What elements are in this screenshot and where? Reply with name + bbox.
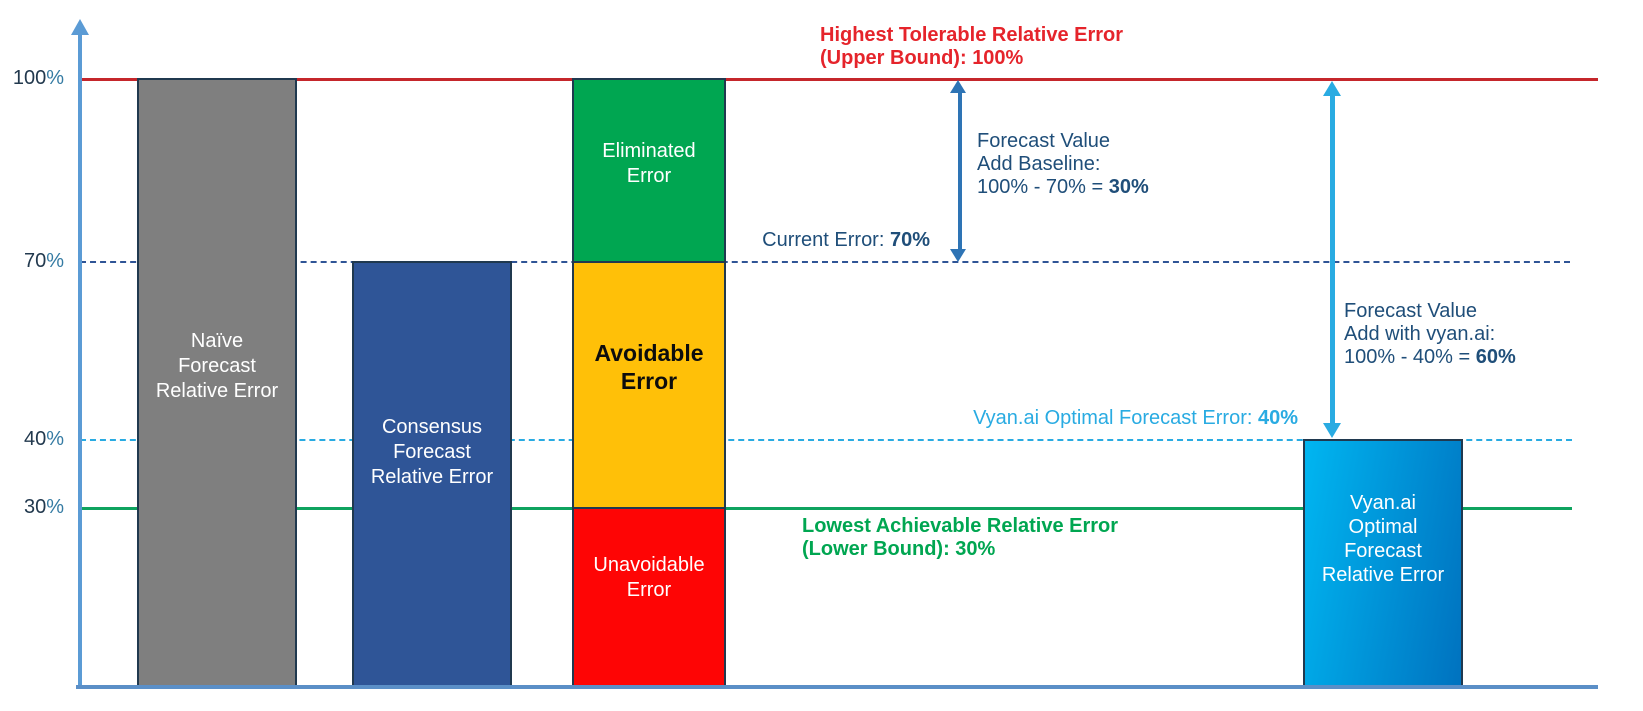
optimal-error-label: Vyan.ai Optimal Forecast Error: 40% bbox=[973, 407, 1298, 430]
baseline-gain-arrow bbox=[958, 91, 962, 251]
vyan-gain-result: 60% bbox=[1475, 346, 1516, 368]
baseline-gain-line2: Add Baseline: bbox=[977, 153, 1101, 175]
lower-bound-label-line1: Lowest Achievable Relative Error bbox=[802, 515, 1119, 537]
bar-consensus-label-line3: Relative Error bbox=[370, 466, 494, 488]
y-tick-70-value: 70 bbox=[23, 250, 47, 272]
lower-bound-label-line2: (Lower Bound): 30% bbox=[802, 538, 996, 560]
vyan-gain-arrow bbox=[1330, 95, 1335, 425]
segment-eliminated-label-line1: Eliminated bbox=[602, 139, 696, 162]
vyan-gain-arrow-down-icon bbox=[1323, 423, 1341, 438]
y-tick-100-percent: % bbox=[46, 67, 64, 89]
segment-unavoidable-label-line1: Unavoidable bbox=[593, 553, 705, 576]
bar-vyan-label-line4: Relative Error bbox=[1321, 563, 1445, 586]
current-error-text: Current Error: bbox=[762, 229, 890, 251]
y-tick-40: 40% bbox=[0, 427, 64, 451]
upper-bound-label-line2: (Upper Bound): 100% bbox=[820, 47, 1024, 69]
baseline-gain-arrow-down-icon bbox=[950, 249, 966, 262]
upper-bound-line bbox=[80, 78, 1598, 81]
y-tick-70-percent: % bbox=[46, 250, 64, 272]
bar-naive-label-line3: Relative Error bbox=[155, 379, 279, 402]
segment-eliminated-error: Eliminated Error bbox=[572, 78, 726, 263]
y-tick-100-value: 100 bbox=[12, 67, 47, 89]
segment-avoidable-error: Avoidable Error bbox=[572, 261, 726, 509]
y-tick-70: 70% bbox=[0, 249, 64, 273]
y-tick-30: 30% bbox=[0, 495, 64, 519]
optimal-error-text: Vyan.ai Optimal Forecast Error: bbox=[973, 407, 1258, 429]
vyan-gain-line2: Add with vyan.ai: bbox=[1344, 323, 1496, 345]
upper-bound-label: Highest Tolerable Relative Error (Upper … bbox=[820, 24, 1123, 70]
vyan-gain-line3: 100% - 40% = 60% bbox=[1344, 346, 1516, 369]
lower-bound-line bbox=[80, 507, 1572, 510]
current-error-line bbox=[80, 261, 1570, 263]
bar-naive-forecast: Naïve Forecast Relative Error bbox=[137, 78, 297, 688]
baseline-gain-line3: 100% - 70% = 30% bbox=[977, 176, 1149, 199]
segment-unavoidable-label-line2: Error bbox=[626, 578, 672, 601]
y-axis-arrowhead-icon bbox=[71, 19, 89, 35]
bar-vyan-label-line1: Vyan.ai bbox=[1350, 491, 1416, 514]
baseline-gain-formula: 100% - 70% = bbox=[977, 176, 1109, 198]
current-error-label: Current Error: 70% bbox=[762, 229, 930, 252]
optimal-error-value: 40% bbox=[1257, 407, 1298, 429]
bar-naive-label-line2: Forecast bbox=[178, 354, 256, 377]
y-tick-40-percent: % bbox=[46, 428, 64, 450]
baseline-gain-result: 30% bbox=[1108, 176, 1149, 198]
bar-consensus-label-line1: Consensus bbox=[381, 416, 483, 438]
y-axis bbox=[78, 34, 82, 688]
bar-vyan-label-line3: Forecast bbox=[1344, 539, 1422, 562]
y-tick-100: 100% bbox=[0, 66, 64, 90]
bar-vyan-optimal-forecast: Vyan.ai Optimal Forecast Relative Error bbox=[1303, 439, 1463, 688]
vyan-gain-arrow-up-icon bbox=[1323, 81, 1341, 96]
bar-consensus-label-line2: Forecast bbox=[393, 441, 471, 463]
vyan-gain-line1: Forecast Value bbox=[1344, 300, 1478, 322]
bar-consensus-forecast: Consensus Forecast Relative Error bbox=[352, 261, 512, 688]
upper-bound-label-line1: Highest Tolerable Relative Error bbox=[820, 24, 1124, 46]
bar-vyan-label-line2: Optimal bbox=[1348, 515, 1418, 538]
y-tick-30-value: 30 bbox=[23, 496, 47, 518]
baseline-gain-line1: Forecast Value bbox=[977, 130, 1111, 152]
optimal-error-line bbox=[80, 439, 1572, 441]
baseline-gain-label: Forecast Value Add Baseline: 100% - 70% … bbox=[977, 130, 1149, 199]
baseline-gain-arrow-up-icon bbox=[950, 80, 966, 93]
y-tick-30-percent: % bbox=[46, 496, 64, 518]
segment-unavoidable-error: Unavoidable Error bbox=[572, 507, 726, 688]
vyan-gain-label: Forecast Value Add with vyan.ai: 100% - … bbox=[1344, 300, 1516, 369]
x-axis bbox=[76, 685, 1598, 689]
vyan-gain-formula: 100% - 40% = bbox=[1344, 346, 1476, 368]
y-tick-40-value: 40 bbox=[23, 428, 47, 450]
current-error-value: 70% bbox=[889, 229, 930, 251]
segment-eliminated-label-line2: Error bbox=[626, 164, 672, 187]
segment-avoidable-label-line2: Error bbox=[620, 368, 678, 394]
segment-avoidable-label-line1: Avoidable bbox=[594, 340, 704, 366]
lower-bound-label: Lowest Achievable Relative Error (Lower … bbox=[802, 515, 1118, 561]
bar-naive-label-line1: Naïve bbox=[190, 329, 244, 352]
